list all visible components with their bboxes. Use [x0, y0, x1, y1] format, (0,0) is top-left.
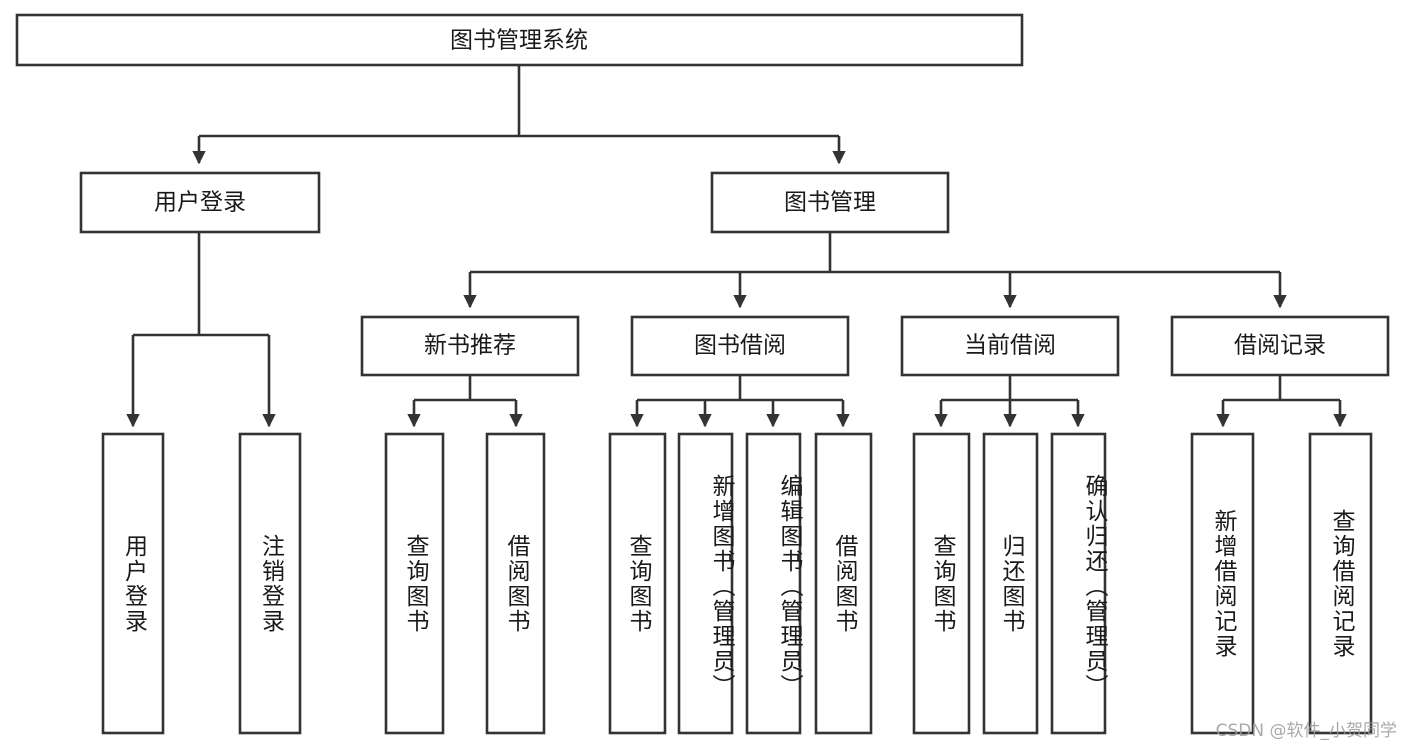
node-root-system-label: 图书管理系统: [450, 28, 588, 54]
node-user-login[interactable]: 用户登录: [79, 171, 321, 234]
connector-borrowrecord-to-leaves: [1216, 376, 1347, 428]
connector-currentborrow-to-leaves: [934, 376, 1085, 428]
leaf-node-query-book-current[interactable]: [912, 432, 971, 735]
leaf-node-borrow-book-recommend[interactable]: [485, 432, 546, 735]
leaf-node-borrow-book[interactable]: [814, 432, 873, 735]
connector-bookmgmt-to-level3: [463, 232, 1287, 309]
node-new-book-recommend-label: 新书推荐: [424, 333, 516, 359]
node-new-book-recommend[interactable]: 新书推荐: [360, 315, 580, 377]
leaf-node-query-book-recommend[interactable]: [384, 432, 445, 735]
leaf-node-edit-book-admin[interactable]: [745, 432, 802, 735]
leaf-node-logout[interactable]: [238, 432, 302, 735]
connector-root-to-level2: [192, 66, 846, 165]
leaf-node-query-borrow-record[interactable]: [1308, 432, 1373, 735]
leaf-node-add-borrow-record[interactable]: [1190, 432, 1255, 735]
node-borrow-record-label: 借阅记录: [1234, 333, 1326, 359]
connector-userlogin-to-leaves: [126, 232, 276, 428]
connector-bookborrow-to-leaves: [630, 376, 850, 428]
node-borrow-record[interactable]: 借阅记录: [1170, 315, 1390, 377]
node-book-borrow-label: 图书借阅: [694, 333, 786, 359]
node-root-system[interactable]: 图书管理系统: [15, 13, 1024, 67]
leaf-node-user-login-action[interactable]: [101, 432, 165, 735]
node-current-borrow-label: 当前借阅: [964, 333, 1056, 359]
leaf-node-confirm-return-admin[interactable]: [1050, 432, 1107, 735]
node-book-management[interactable]: 图书管理: [710, 171, 950, 234]
connector-newbook-to-leaves: [407, 376, 523, 428]
leaf-node-return-book[interactable]: [982, 432, 1039, 735]
leaf-node-query-book-borrow[interactable]: [608, 432, 667, 735]
leaf-node-add-book-admin[interactable]: [677, 432, 734, 735]
node-book-management-label: 图书管理: [784, 190, 876, 216]
node-user-login-label: 用户登录: [154, 190, 246, 216]
node-book-borrow[interactable]: 图书借阅: [630, 315, 850, 377]
node-current-borrow[interactable]: 当前借阅: [900, 315, 1120, 377]
